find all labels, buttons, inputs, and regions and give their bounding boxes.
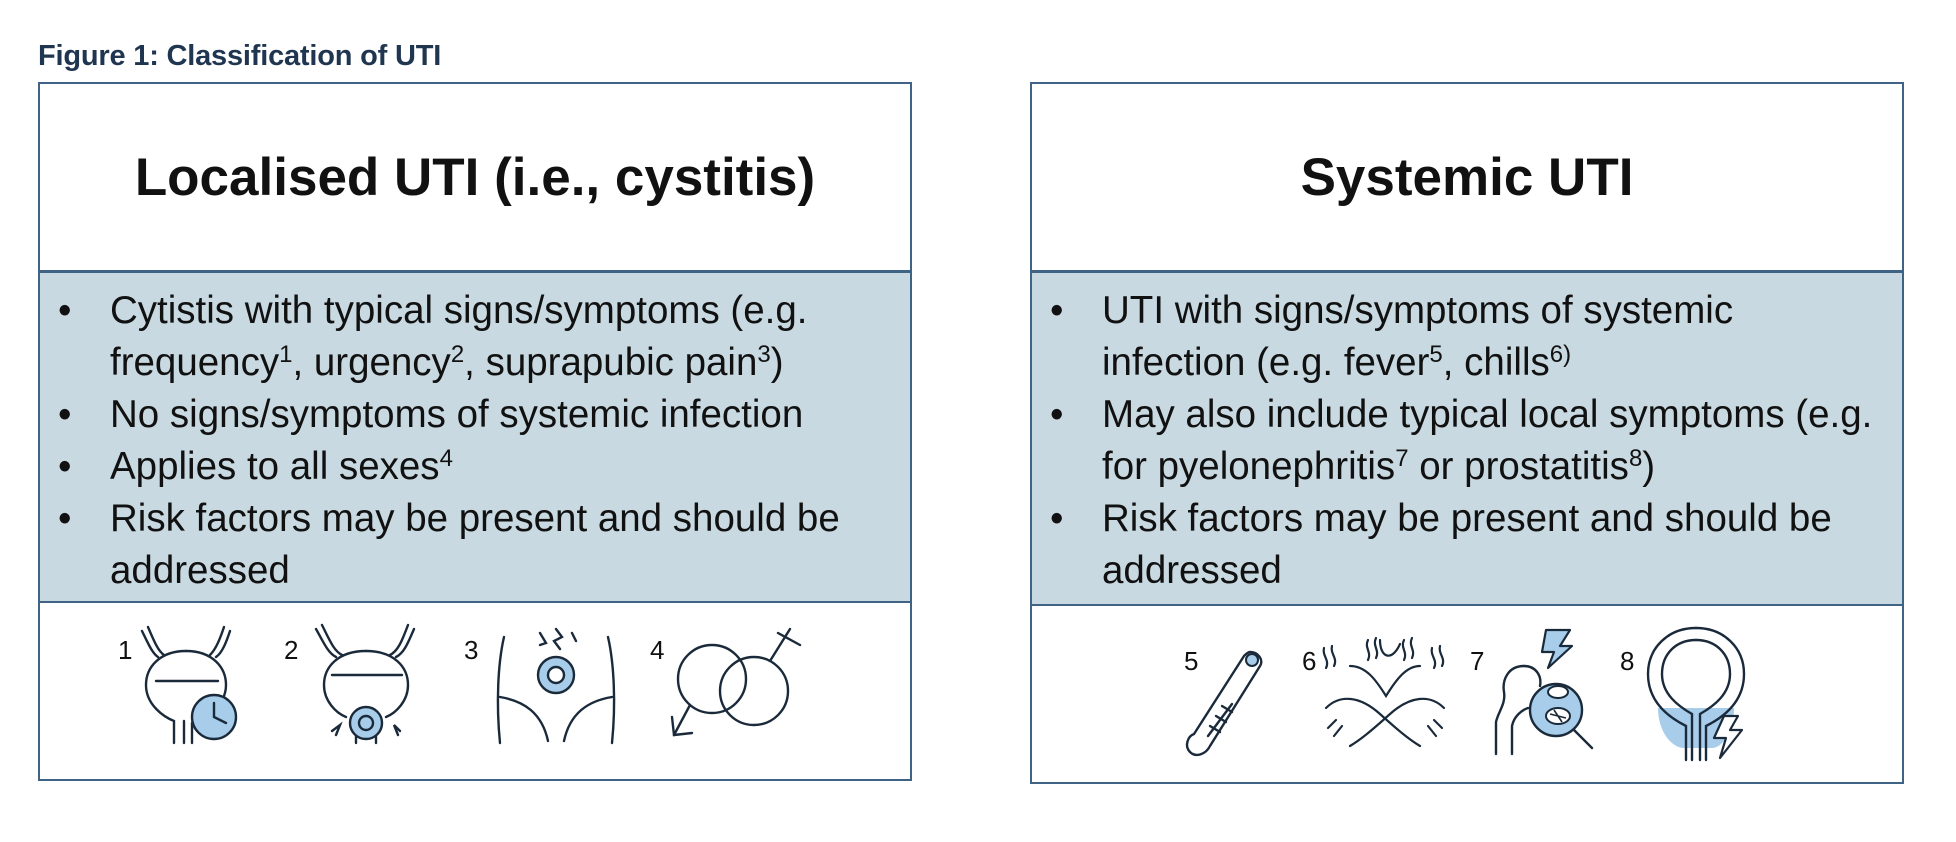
systemic-uti-icon-row: 5 6 [1032, 606, 1902, 782]
bullet-text: , urgency [292, 341, 451, 384]
localised-uti-bullet-item: • No signs/symptoms of systemic infection [58, 389, 890, 441]
icon-number-4: 4 [650, 635, 665, 665]
footnote-marker: 6) [1549, 341, 1572, 368]
suprapubic-pain-icon [496, 627, 616, 745]
bullet-text: UTI with signs/symptoms of systemic infe… [1102, 289, 1734, 384]
footnote-marker: 3 [757, 341, 771, 368]
footnote-marker: 4 [439, 445, 453, 472]
figure-title: Figure 1: Classification of UTI [38, 40, 442, 72]
localised-uti-bullet-item: • Applies to all sexes4 [58, 441, 890, 493]
icon-number-1: 1 [118, 635, 133, 665]
icon-number-6: 6 [1302, 646, 1317, 676]
icon-number-8: 8 [1620, 646, 1635, 676]
kidney-magnifier-icon [1494, 628, 1594, 756]
bullet-marker: • [1050, 289, 1064, 332]
bullet-text: , suprapubic pain [464, 341, 758, 384]
bullet-marker: • [58, 497, 72, 540]
systemic-uti-bullet-item: • UTI with signs/symptoms of systemic inf… [1050, 285, 1882, 389]
systemic-uti-heading: Systemic UTI [1300, 147, 1634, 207]
bullet-text: Risk factors may be present and should b… [1102, 497, 1832, 592]
icon-number-5: 5 [1184, 646, 1199, 676]
systemic-uti-bullet-list: • UTI with signs/symptoms of systemic inf… [1050, 285, 1882, 597]
localised-uti-header: Localised UTI (i.e., cystitis) [40, 84, 910, 273]
bullet-text: Cytistis with typical signs/symptoms (e.… [110, 289, 808, 384]
bullet-text: No signs/symptoms of systemic infection [110, 393, 804, 436]
localised-uti-bullet-list: • Cytistis with typical signs/symptoms (e… [58, 285, 890, 597]
systemic-uti-bullet-item: • Risk factors may be present and should … [1050, 493, 1882, 597]
icon-number-7: 7 [1470, 646, 1485, 676]
localised-uti-bullet-item: • Cytistis with typical signs/symptoms (e… [58, 285, 890, 389]
bullet-marker: • [58, 393, 72, 436]
footnote-marker: 1 [279, 341, 293, 368]
bullet-text: May also include typical local symptoms … [1102, 393, 1873, 488]
chills-shivering-icon [1322, 636, 1446, 748]
localised-uti-heading: Localised UTI (i.e., cystitis) [134, 147, 816, 207]
localised-uti-bullet-item: • Risk factors may be present and should … [58, 493, 890, 597]
localised-uti-panel: Localised UTI (i.e., cystitis) • Cytistis… [38, 82, 912, 781]
footnote-marker: 7 [1395, 445, 1409, 472]
thermometer-icon [1185, 650, 1263, 757]
bullet-text: ) [1642, 445, 1656, 488]
systemic-uti-header: Systemic UTI [1032, 84, 1902, 273]
bullet-text: , chills [1442, 341, 1550, 384]
bullet-marker: • [1050, 393, 1064, 436]
localised-uti-icon-row: 1 2 [40, 603, 910, 779]
prostate-bolt-icon [1646, 626, 1746, 762]
systemic-uti-panel: Systemic UTI • UTI with signs/symptoms of… [1030, 82, 1904, 784]
icon-number-2: 2 [284, 635, 299, 665]
localised-uti-criteria: • Cytistis with typical signs/symptoms (e… [40, 273, 910, 603]
footnote-marker: 2 [450, 341, 465, 368]
bladder-urgency-icon [314, 623, 416, 745]
bullet-marker: • [1050, 497, 1064, 540]
bullet-marker: • [58, 289, 72, 332]
bullet-text: or prostatitis [1408, 445, 1629, 488]
footnote-marker: 8 [1628, 445, 1643, 472]
systemic-uti-criteria: • UTI with signs/symptoms of systemic inf… [1032, 273, 1902, 606]
bullet-text: ) [770, 341, 784, 384]
systemic-uti-bullet-item: • May also include typical local symptoms… [1050, 389, 1882, 493]
footnote-marker: 5 [1429, 341, 1443, 368]
bullet-marker: • [58, 445, 72, 488]
icon-number-3: 3 [464, 635, 479, 665]
sexes-symbol-icon [670, 627, 802, 737]
bladder-clock-icon [140, 625, 238, 745]
bullet-text: Applies to all sexes [110, 445, 440, 488]
bullet-text: Risk factors may be present and should b… [110, 497, 840, 592]
